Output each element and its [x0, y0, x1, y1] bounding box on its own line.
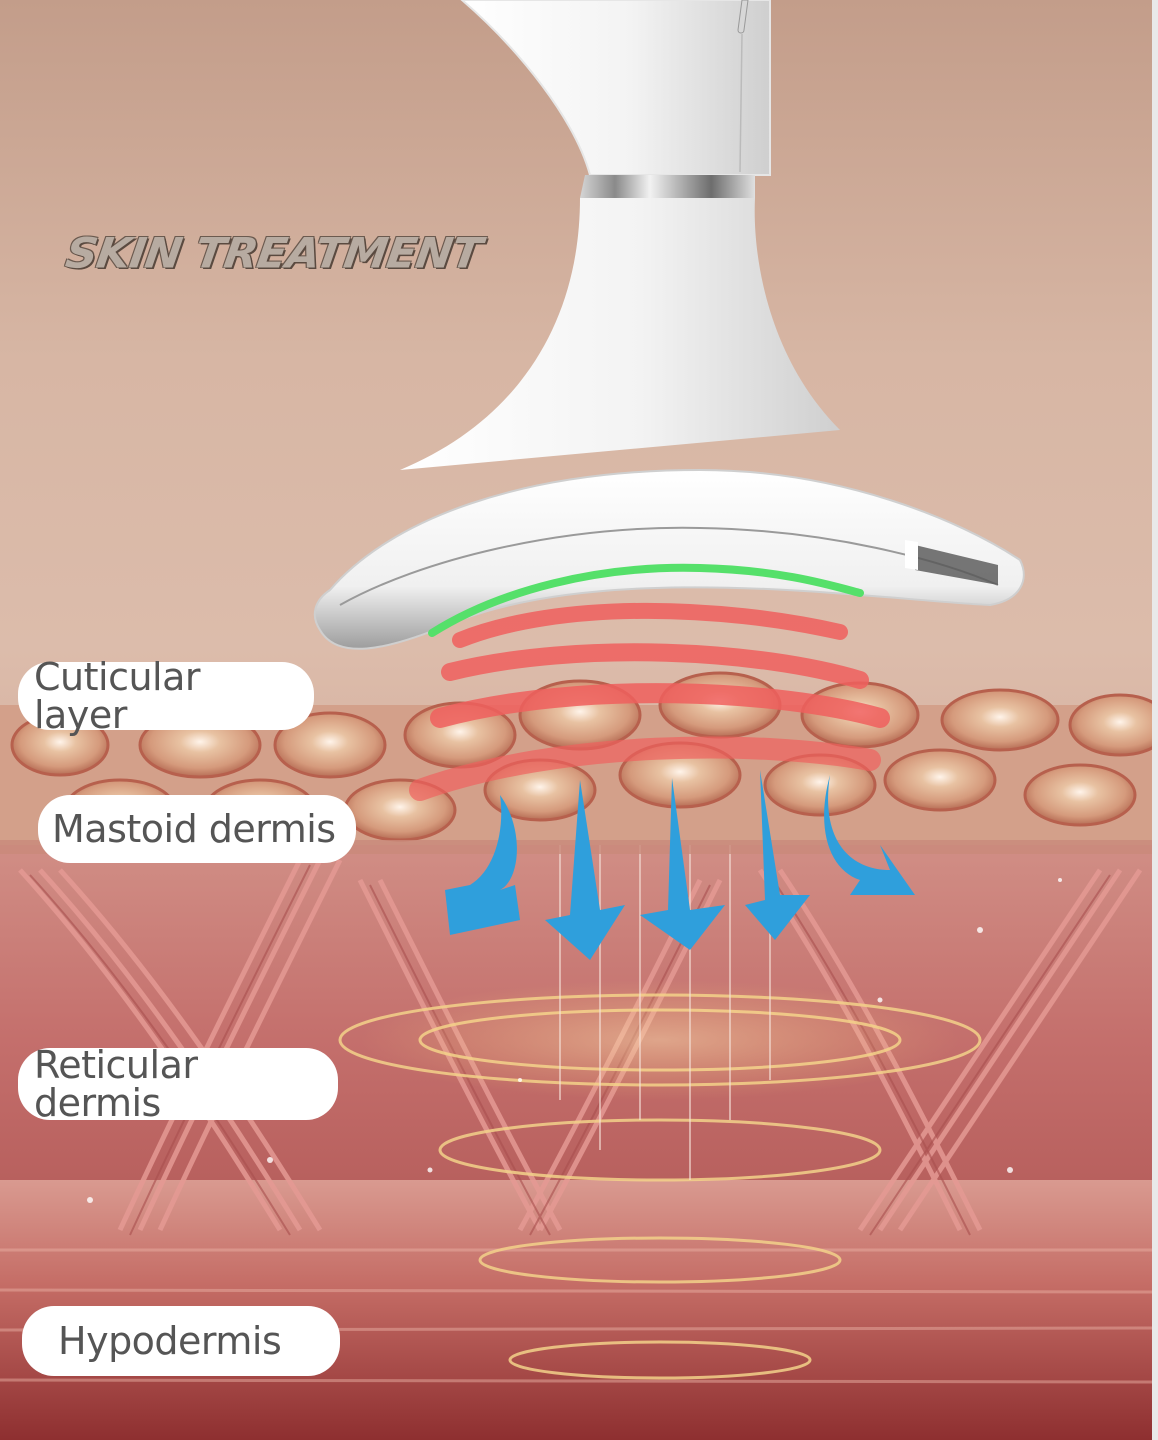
label-text: Cuticular layer	[34, 655, 201, 737]
label-mastoid-dermis: Mastoid dermis	[38, 795, 356, 863]
label-text: Reticular dermis	[34, 1043, 198, 1125]
label-text: Mastoid dermis	[52, 807, 336, 851]
label-cuticular-layer: Cuticular layer	[18, 658, 314, 734]
headline-title: SKIN TREATMENT	[62, 229, 485, 278]
label-hypodermis: Hypodermis	[22, 1306, 340, 1376]
label-text: Hypodermis	[58, 1319, 282, 1363]
label-reticular-dermis: Reticular dermis	[18, 1043, 338, 1125]
massager-device	[313, 0, 1025, 650]
